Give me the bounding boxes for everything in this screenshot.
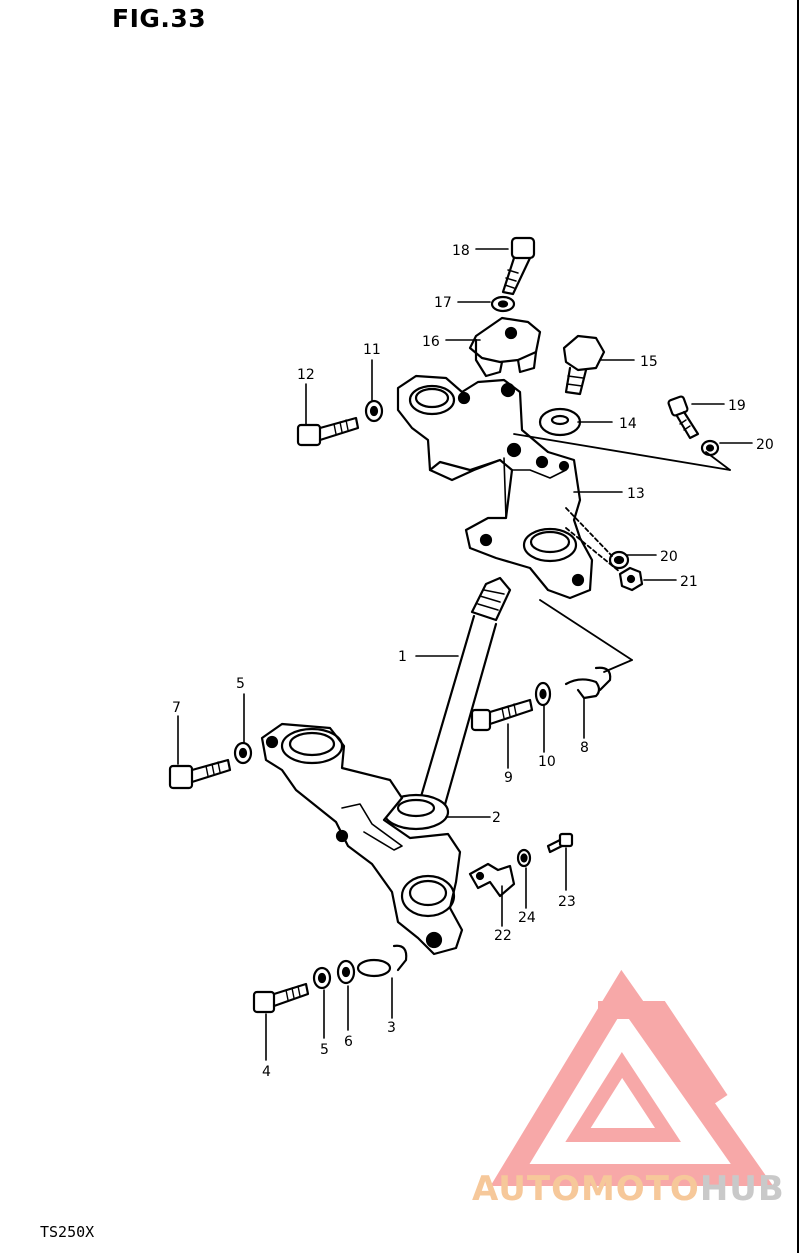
callout-9: 9 bbox=[504, 770, 513, 786]
washer-14 bbox=[538, 407, 582, 437]
handlebar-holder-16 bbox=[468, 316, 542, 378]
callout-3: 3 bbox=[387, 1020, 396, 1036]
washer-5-lower bbox=[312, 966, 332, 990]
bolt-18 bbox=[501, 236, 536, 296]
assembly-guide-lines bbox=[513, 433, 731, 673]
bolt-4 bbox=[252, 982, 310, 1014]
callout-14: 14 bbox=[619, 416, 637, 432]
callout-13: 13 bbox=[627, 486, 645, 502]
callout-20-lower: 20 bbox=[660, 549, 678, 565]
callout-4: 4 bbox=[262, 1064, 271, 1080]
callout-23: 23 bbox=[558, 894, 576, 910]
callout-labels: 1 2 3 4 5 5 6 7 8 9 10 11 12 13 14 15 16… bbox=[172, 243, 774, 1080]
callout-12: 12 bbox=[297, 367, 315, 383]
callout-20-top: 20 bbox=[756, 437, 774, 453]
callout-10: 10 bbox=[538, 754, 556, 770]
callout-2: 2 bbox=[492, 810, 501, 826]
callout-16: 16 bbox=[422, 334, 440, 350]
washer-24 bbox=[516, 848, 532, 868]
screw-23 bbox=[546, 832, 574, 854]
callout-21: 21 bbox=[680, 574, 698, 590]
lower-bracket bbox=[260, 722, 464, 956]
callout-11: 11 bbox=[363, 342, 381, 358]
callout-24: 24 bbox=[518, 910, 536, 926]
washer-10 bbox=[534, 681, 552, 707]
callout-15: 15 bbox=[640, 354, 658, 370]
washer-6 bbox=[336, 959, 356, 985]
washer-20-lower bbox=[608, 550, 630, 570]
leader-lines bbox=[177, 248, 753, 1061]
callout-7: 7 bbox=[172, 700, 181, 716]
callout-18: 18 bbox=[452, 243, 470, 259]
steering-stem-1 bbox=[418, 576, 512, 810]
callout-5-upper: 5 bbox=[236, 676, 245, 692]
nut-21 bbox=[618, 566, 644, 592]
callout-8: 8 bbox=[580, 740, 589, 756]
callout-19: 19 bbox=[728, 398, 746, 414]
washer-11 bbox=[364, 399, 384, 423]
watermark-text: AUTOMOTOHUB bbox=[472, 1169, 785, 1209]
callout-6: 6 bbox=[344, 1034, 353, 1050]
bracket-22 bbox=[468, 862, 516, 898]
watermark-text-part1: AUTOMOTO bbox=[472, 1169, 700, 1209]
callout-22: 22 bbox=[494, 928, 512, 944]
washer-20-top bbox=[700, 439, 720, 457]
bolt-19 bbox=[667, 395, 700, 440]
model-code: TS250X bbox=[40, 1223, 95, 1241]
bolt-12 bbox=[296, 416, 360, 447]
callout-1: 1 bbox=[398, 649, 407, 665]
clip-3 bbox=[356, 944, 408, 978]
figure-title: FIG.33 bbox=[112, 4, 207, 33]
clip-8 bbox=[564, 666, 612, 700]
bolt-7 bbox=[168, 758, 232, 790]
bolt-9 bbox=[470, 698, 534, 732]
callout-5-lower: 5 bbox=[320, 1042, 329, 1058]
watermark-text-part2: HUB bbox=[699, 1169, 785, 1209]
upper-bracket-13 bbox=[396, 374, 594, 600]
watermark-logo bbox=[490, 969, 774, 1186]
callout-17: 17 bbox=[434, 295, 452, 311]
bolt-15 bbox=[562, 334, 606, 396]
washer-5-upper bbox=[233, 741, 253, 765]
